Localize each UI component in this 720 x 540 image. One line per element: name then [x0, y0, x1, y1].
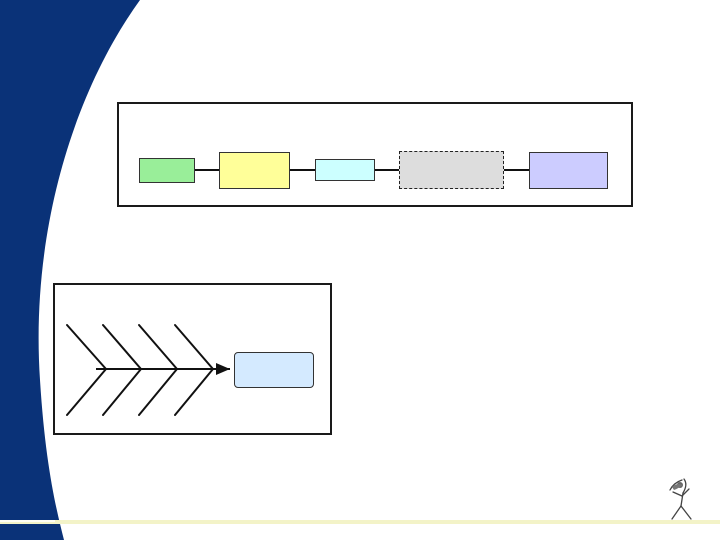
lower-bone-3 [139, 369, 177, 415]
lower-bone-2 [103, 369, 141, 415]
upper-bone-1 [67, 325, 106, 369]
fishbone-effect-box [234, 352, 314, 388]
fishbone-lower-bones [67, 369, 213, 415]
fishbone-upper-bones [67, 325, 213, 369]
upper-bone-2 [103, 325, 141, 369]
lower-bone-4 [175, 369, 213, 415]
upper-bone-4 [175, 325, 213, 369]
dancer-figure-icon [658, 474, 702, 522]
lower-bone-1 [67, 369, 106, 415]
upper-bone-3 [139, 325, 177, 369]
